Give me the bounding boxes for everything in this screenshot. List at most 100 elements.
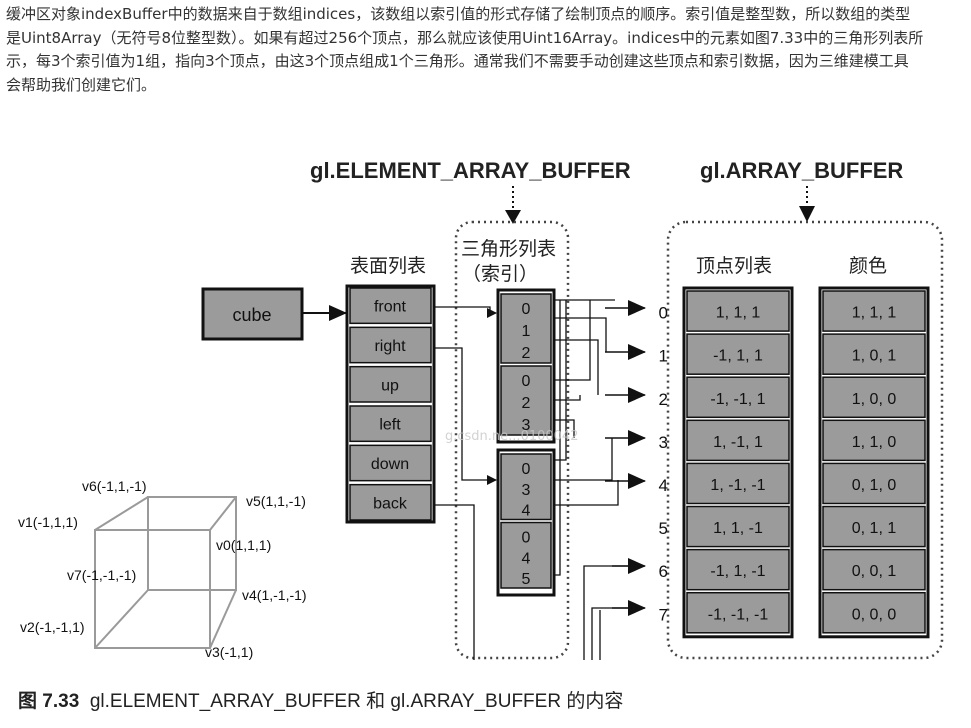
vertex-cell — [686, 333, 790, 375]
element-array-buffer-title: gl.ELEMENT_ARRAY_BUFFER — [310, 158, 631, 183]
color-cell — [822, 376, 926, 419]
vertex-index-label: 4 — [659, 476, 668, 495]
face-to-index-arrows — [434, 306, 497, 660]
color-value: 1, 1, 0 — [852, 434, 897, 451]
vertex-value: 1, -1, 1 — [713, 434, 763, 451]
paragraph-line: 缓冲区对象indexBuffer中的数据来自于数组indices，该数组以索引值… — [6, 5, 911, 23]
paragraph-line: 会帮助我们创建它们。 — [6, 75, 157, 94]
triangle-index-value: 2 — [522, 395, 531, 412]
triangle-index-value: 2 — [522, 345, 531, 362]
face-cell — [349, 444, 432, 482]
triangle-index-value: 1 — [522, 323, 531, 340]
triangle-list-container — [454, 220, 570, 660]
color-cell — [822, 419, 926, 462]
triangle-index-value: 0 — [522, 373, 531, 390]
cube-vertex-v7: v7(-1,-1,-1) — [67, 567, 136, 583]
vertex-cell — [686, 376, 790, 419]
color-value: 1, 0, 1 — [852, 348, 897, 365]
vertex-cell — [686, 419, 790, 462]
triangle-index-value: 0 — [522, 530, 531, 547]
color-header: 颜色 — [849, 255, 887, 277]
vertex-list-header: 顶点列表 — [696, 255, 772, 277]
color-value: 1, 1, 1 — [852, 305, 897, 322]
face-cell — [349, 483, 432, 521]
paragraph-line: 是Uint8Array（无符号8位整型数）。如果有超过256个顶点，那么就应该使… — [6, 28, 924, 47]
vertex-cell — [686, 462, 790, 505]
cube-vertex-v2: v2(-1,-1,1) — [20, 619, 85, 635]
figure-number: 图 7.33 — [18, 691, 80, 712]
vertex-index-label: 1 — [659, 347, 668, 366]
vertex-value: -1, 1, -1 — [710, 563, 765, 580]
triangle-index-value: 3 — [522, 417, 531, 434]
color-value: 1, 0, 0 — [852, 391, 897, 408]
triangle-index-value: 4 — [522, 550, 531, 567]
cube-object-box — [201, 287, 304, 341]
body-paragraph: 缓冲区对象indexBuffer中的数据来自于数组indices，该数组以索引值… — [6, 3, 964, 97]
vertex-value: -1, -1, 1 — [710, 391, 765, 408]
paragraph-line: 示，每3个索引值为1组，指向3个顶点，由这3个顶点组成1个三角形。通常我们不需要… — [6, 52, 909, 70]
cube-label: cube — [232, 305, 271, 325]
color-cell — [822, 290, 926, 332]
vertex-cell — [686, 548, 790, 591]
vertex-value: -1, -1, -1 — [708, 606, 769, 623]
color-cell — [822, 548, 926, 591]
cube-vertex-v1: v1(-1,1,1) — [18, 514, 78, 530]
triangle-index-value: 3 — [522, 482, 531, 499]
face-label: back — [373, 495, 408, 512]
title-pointer-arrowhead — [505, 210, 521, 224]
vertex-value: 1, 1, -1 — [713, 520, 763, 537]
face-cell — [349, 287, 432, 325]
vertex-index-label: 3 — [659, 433, 668, 452]
cube-vertex-v6: v6(-1,1,-1) — [82, 478, 147, 494]
vertex-cell — [686, 505, 790, 548]
triangle-index-cell — [500, 365, 552, 436]
cube-vertex-v5: v5(1,1,-1) — [246, 493, 306, 509]
triangle-index-value: 4 — [522, 503, 531, 520]
watermark: g.csdn.ne...0100042 — [445, 429, 578, 444]
figure-caption: 图 7.33 gl.ELEMENT_ARRAY_BUFFER 和 gl.ARRA… — [18, 686, 623, 713]
index-to-vertex-connectors — [554, 299, 644, 660]
vertex-index-label: 7 — [659, 605, 668, 624]
face-cell — [349, 365, 432, 403]
vertex-index-label: 2 — [659, 390, 668, 409]
title-pointer-arrowhead — [799, 206, 815, 222]
vertex-value: 1, 1, 1 — [716, 305, 761, 322]
triangle-index-value: 0 — [522, 301, 531, 318]
face-label: right — [374, 338, 406, 355]
color-value: 0, 0, 0 — [852, 606, 897, 623]
face-label: down — [371, 456, 409, 473]
cube-vertex-v0: v0(1,1,1) — [216, 537, 271, 553]
color-value: 0, 1, 0 — [852, 477, 897, 494]
vertex-value: -1, 1, 1 — [713, 348, 763, 365]
figure-caption-text: gl.ELEMENT_ARRAY_BUFFER 和 gl.ARRAY_BUFFE… — [89, 691, 624, 712]
triangle-index-value: 5 — [522, 571, 531, 588]
face-cell — [349, 405, 432, 443]
array-buffer-title: gl.ARRAY_BUFFER — [700, 158, 903, 183]
cube-vertex-v4: v4(1,-1,-1) — [242, 587, 307, 603]
vertex-cell — [686, 591, 790, 634]
vertex-table: 1, 1, 1 1, 1, 1 0 -1, 1, 1 1, 0, 1 1 -1, -1, 1… — [659, 286, 930, 639]
color-cell — [822, 505, 926, 548]
color-cell — [822, 462, 926, 505]
vertex-index-label: 5 — [659, 519, 668, 538]
triangle-index-cell — [500, 453, 552, 521]
vertex-index-label: 0 — [659, 304, 668, 323]
color-value: 0, 0, 1 — [852, 563, 897, 580]
triangle-list-subheader: （索引） — [462, 263, 538, 285]
vertex-cell — [686, 290, 790, 332]
face-label: left — [379, 417, 401, 434]
face-list-header: 表面列表 — [350, 255, 426, 277]
face-cell — [349, 326, 432, 364]
face-label: front — [374, 299, 407, 316]
vertex-value: 1, -1, -1 — [710, 477, 765, 494]
triangle-index-cell — [500, 521, 552, 589]
cube-vertex-v3: v3(-1,1) — [205, 644, 253, 660]
color-cell — [822, 591, 926, 634]
triangle-index-cell — [500, 293, 552, 364]
color-value: 0, 1, 1 — [852, 520, 897, 537]
vertex-index-label: 6 — [659, 562, 668, 581]
face-label: up — [381, 377, 399, 394]
triangle-index-value: 0 — [522, 461, 531, 478]
cube-wireframe — [94, 496, 237, 649]
